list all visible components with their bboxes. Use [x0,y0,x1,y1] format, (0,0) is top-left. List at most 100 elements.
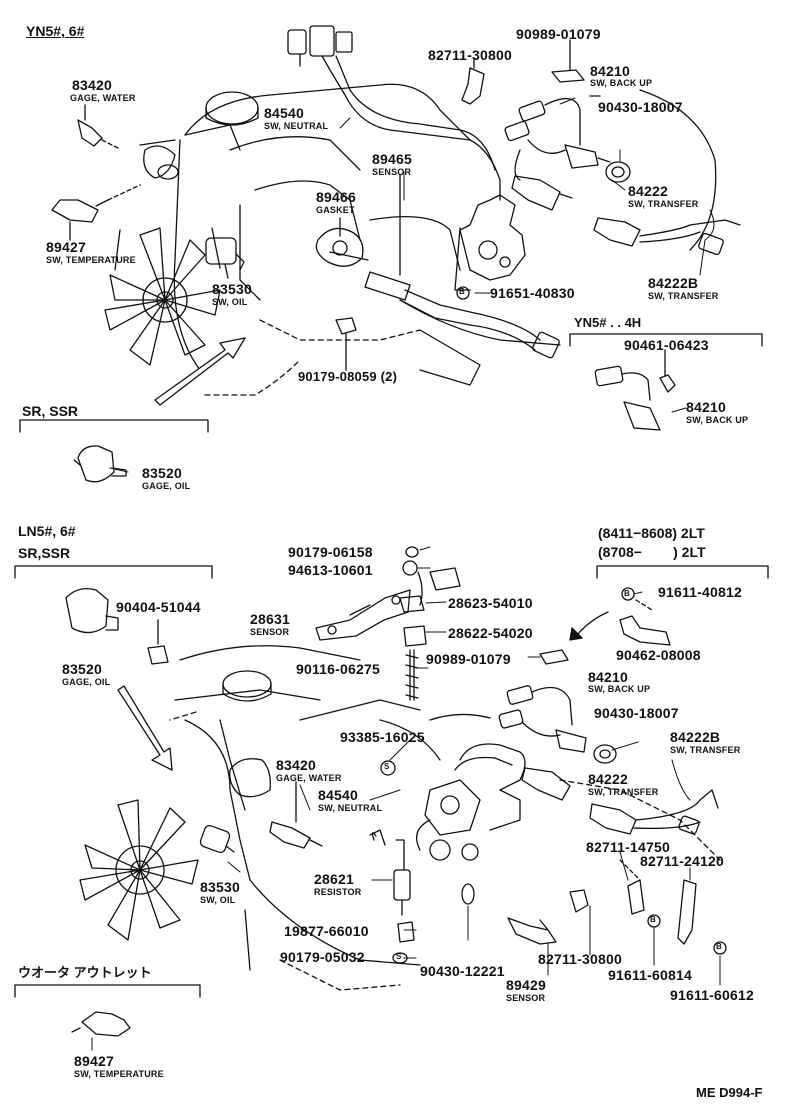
part-number: 19877-66010 [284,923,369,939]
part-number: 83420 [276,757,316,773]
part-number: 83520 [62,661,102,677]
top-clip-90989 [551,39,585,83]
part-number: 84210 [590,63,630,79]
section-header-top: YN5#, 6# [26,23,85,39]
top-4h-backup-switch [594,349,676,431]
part-number: 28622-54020 [448,625,533,641]
part-description: SW, BACK UP [686,415,749,425]
part-number: 84540 [318,787,358,803]
part-description: GAGE, WATER [276,773,342,783]
part-number: 82711-30800 [428,47,512,63]
part-description: GAGE, OIL [62,677,111,687]
part-description: SENSOR [250,627,290,637]
top-sensor-89465 [329,174,560,359]
bottom-gage-water-83420 [269,781,323,849]
section-header-sr-top: SR, SSR [22,403,79,419]
part-number: 90179-08059 (2) [298,369,398,384]
part-number: 90462-08008 [616,647,701,663]
part-description: SW, TEMPERATURE [46,255,136,265]
part-description: SW, BACK UP [590,78,653,88]
bolt-marker-b: B [716,942,722,951]
part-description: SENSOR [372,167,412,177]
part-number: 94613-10601 [288,562,373,578]
part-number: 89427 [74,1053,114,1069]
bottom-sensor-28631 [315,589,411,641]
part-number: 90989-01079 [516,26,601,42]
bottom-engine-outline [169,645,721,991]
part-description: SW, TRANSFER [648,291,719,301]
part-number: 90404-51044 [116,599,201,615]
part-number: 90430-12221 [420,963,505,979]
part-number: 84222B [670,729,721,745]
bottom-resistor-28621 [369,829,415,964]
part-number: 90430-18007 [598,99,683,115]
bottom-backup-switch-84210 [498,685,587,753]
bottom-oil-switch-83530 [199,824,235,854]
part-description: SW, TEMPERATURE [74,1069,164,1079]
section-header-4h: YN5# . . 4H [574,315,642,330]
part-description: SW, NEUTRAL [318,803,383,813]
section-header-bottom: LN5#, 6# [18,523,76,539]
part-number: 28621 [314,871,354,887]
part-number: 82711-30800 [538,951,622,967]
part-number: 82711-14750 [586,839,670,855]
washer-marker-s: S [384,762,390,771]
nut-marker-s: S [396,952,402,961]
part-number: 89466 [316,189,356,205]
part-description: SW, OIL [200,895,236,905]
bolt-marker-b: B [650,915,656,924]
top-backup-switch-84210 [504,95,611,169]
date-range-2: (8708− ) 2LT [598,544,706,560]
part-number: 83530 [212,281,252,297]
bottom-transfer-switch-84222b [589,789,719,835]
part-description: SW, TRANSFER [670,745,741,755]
part-number: 91611-60612 [670,987,754,1003]
bottom-bracket-90462 [569,587,671,646]
part-description: SW, TRANSFER [628,199,699,209]
part-number: 89427 [46,239,86,255]
part-number: 28623-54010 [448,595,533,611]
part-number: 91611-40812 [658,584,742,600]
top-gage-oil-83520 [73,445,127,483]
part-number: 90989-01079 [426,651,511,667]
part-number: 84210 [686,399,726,415]
top-temp-switch-89427 [51,184,141,241]
figure-code: ME D994-F [696,1085,763,1100]
bottom-bushing-90404 [147,619,169,665]
part-description: GAGE, WATER [70,93,136,103]
bottom-fan [79,799,199,941]
top-gage-water-83420 [77,104,119,149]
part-number: 84540 [264,105,304,121]
top-oil-switch-83530 [205,237,245,279]
section-header-sr-bottom: SR,SSR [18,545,71,561]
part-number: 84222 [628,183,668,199]
part-number: 90179-06158 [288,544,373,560]
part-number: 89429 [506,977,546,993]
part-number: 91651-40830 [490,285,575,301]
top-transfer-switch-84222b [593,217,741,256]
part-number: 82711-24120 [640,853,724,869]
part-description: RESISTOR [314,887,362,897]
top-gasket-89466 [315,217,364,267]
part-number: 84210 [588,669,628,685]
part-number: 83530 [200,879,240,895]
bottom-sensor-89429 [507,917,557,945]
bolt-marker-b: B [459,287,465,296]
bottom-stud-90116 [405,649,419,701]
bolt-marker-b: B [624,589,630,598]
part-description: GASKET [316,205,355,215]
top-engine-outline [139,83,717,386]
bottom-neutral-harness [416,743,526,861]
part-description: GAGE, OIL [142,481,191,491]
part-number: 93385-16025 [340,729,425,745]
part-description: SW, NEUTRAL [264,121,329,131]
top-arrow [154,337,246,406]
part-description: SENSOR [506,993,546,1003]
top-bolt-90179 [335,317,357,371]
bottom-arrow [117,685,173,771]
part-number: 83520 [142,465,182,481]
part-number: 83420 [72,77,112,93]
bottom-gage-oil-83520 [65,587,119,634]
